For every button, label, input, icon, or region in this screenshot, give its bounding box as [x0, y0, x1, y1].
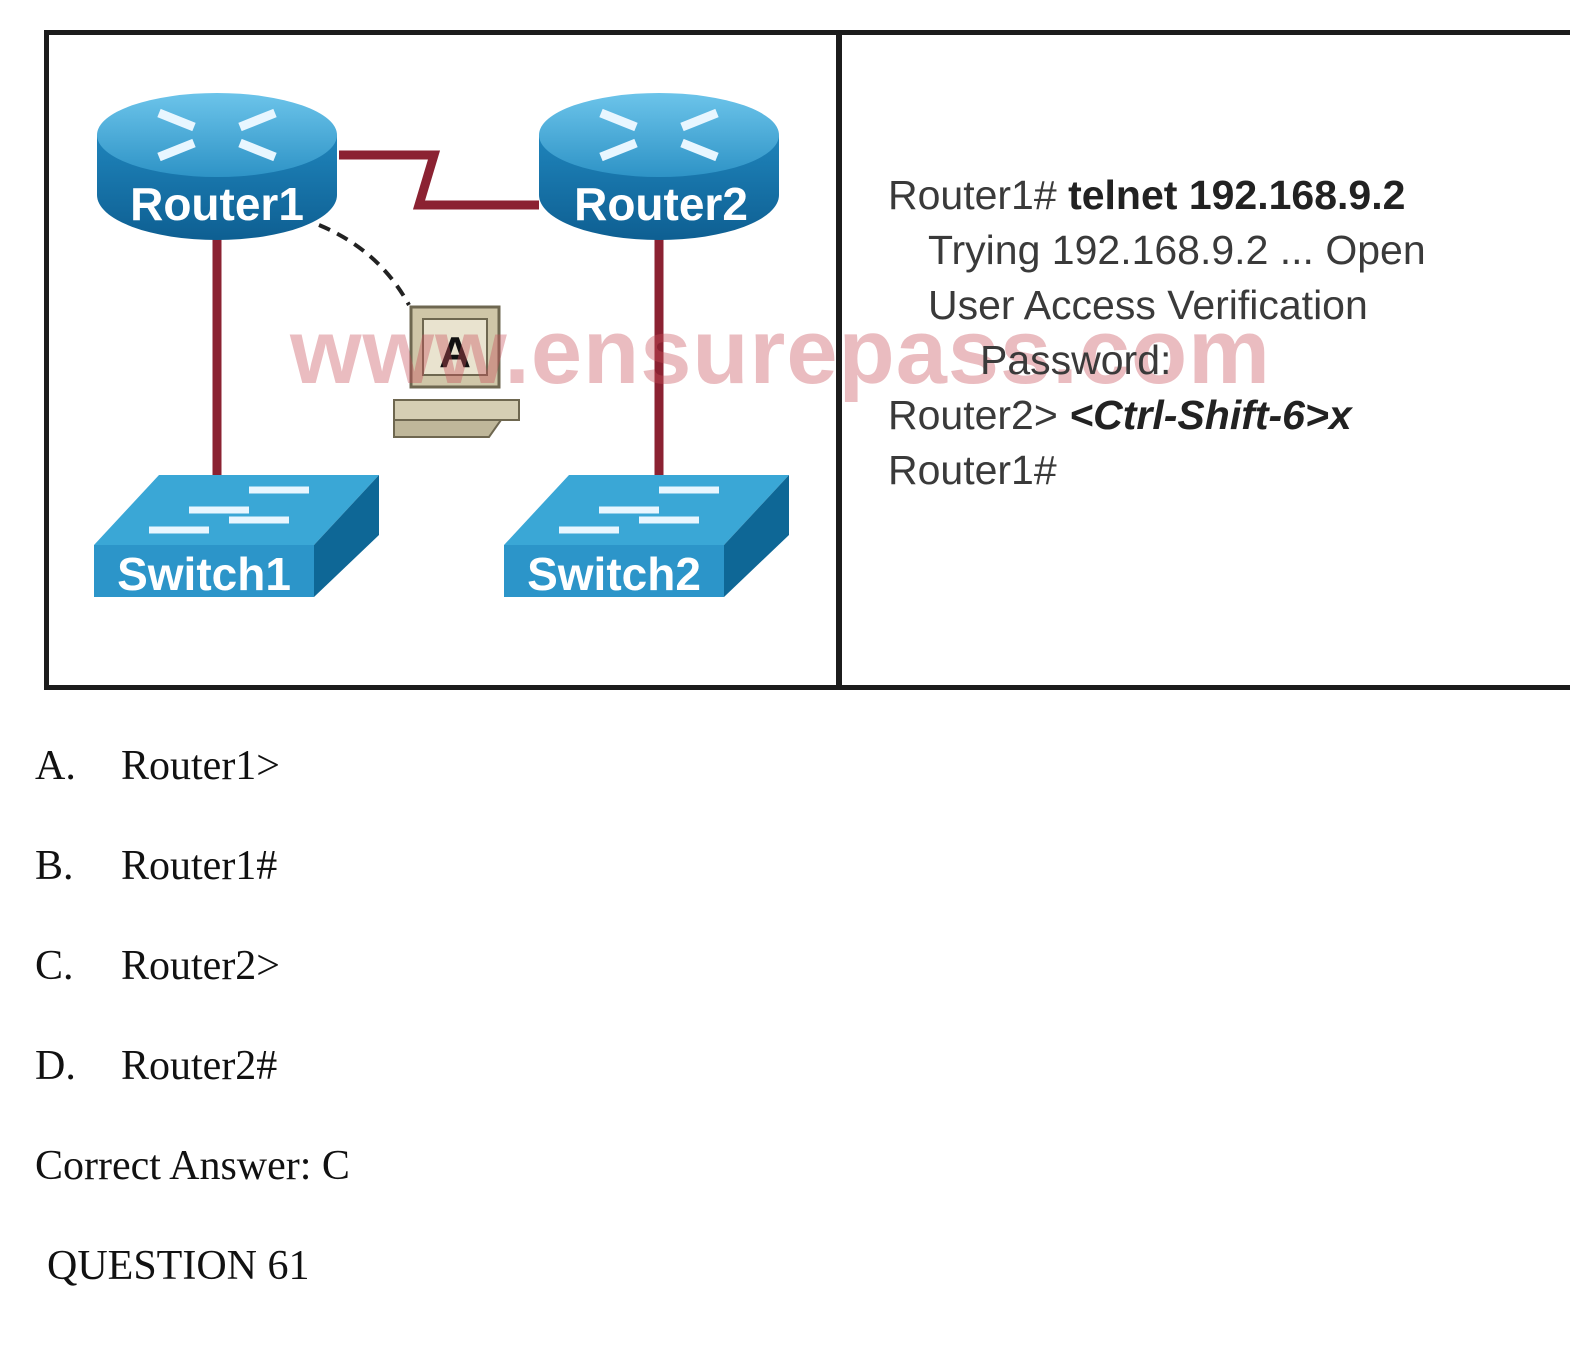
- switch2-icon: Switch2: [504, 475, 789, 600]
- console-command: telnet 192.168.9.2: [1068, 172, 1406, 218]
- exhibit-figure: [44, 30, 1570, 690]
- switch1-icon: Switch1: [94, 475, 379, 600]
- console-line-4: Password:: [980, 337, 1172, 383]
- option-text: Router2>: [121, 943, 280, 989]
- host-a-label: A: [439, 328, 471, 377]
- console-keystroke: <Ctrl-Shift-6>x: [1069, 392, 1352, 438]
- network-diagram: Router1 Router2 Switch1 Switch2 A: [94, 93, 789, 600]
- option-text: Router1#: [121, 843, 278, 889]
- exhibit-divider: [836, 30, 842, 690]
- switch1-label: Switch1: [117, 548, 291, 600]
- question-heading: QUESTION 61: [47, 1243, 310, 1289]
- console-line-1: Router1# telnet 192.168.9.2: [888, 168, 1548, 223]
- option-text: Router1>: [121, 743, 280, 789]
- console-line-5: Router2> <Ctrl-Shift-6>x: [888, 388, 1548, 443]
- console-line-6: Router1#: [888, 447, 1057, 493]
- console-prompt: Router1#: [888, 172, 1057, 218]
- router1-icon: Router1: [97, 93, 337, 240]
- console-line-3: User Access Verification: [928, 282, 1368, 328]
- option-d: D. Router2#: [35, 1042, 277, 1090]
- host-a-computer-icon: A: [393, 305, 520, 438]
- option-c: C. Router2>: [35, 942, 280, 990]
- console-prompt: Router2>: [888, 392, 1058, 438]
- router1-label: Router1: [130, 178, 304, 230]
- correct-answer: Correct Answer: C: [35, 1143, 350, 1189]
- option-b: B. Router1#: [35, 842, 277, 890]
- option-letter: A.: [35, 743, 76, 789]
- console-line-2: Trying 192.168.9.2 ... Open: [928, 227, 1426, 273]
- option-text: Router2#: [121, 1043, 278, 1089]
- option-letter: C.: [35, 943, 74, 989]
- option-a: A. Router1>: [35, 742, 280, 790]
- router2-label: Router2: [574, 178, 748, 230]
- option-letter: B.: [35, 843, 74, 889]
- router2-icon: Router2: [539, 93, 779, 240]
- console-output: Router1# telnet 192.168.9.2 Trying 192.1…: [888, 168, 1548, 498]
- switch2-label: Switch2: [527, 548, 701, 600]
- console-link: [318, 223, 411, 306]
- option-letter: D.: [35, 1043, 76, 1089]
- serial-link: [339, 150, 539, 210]
